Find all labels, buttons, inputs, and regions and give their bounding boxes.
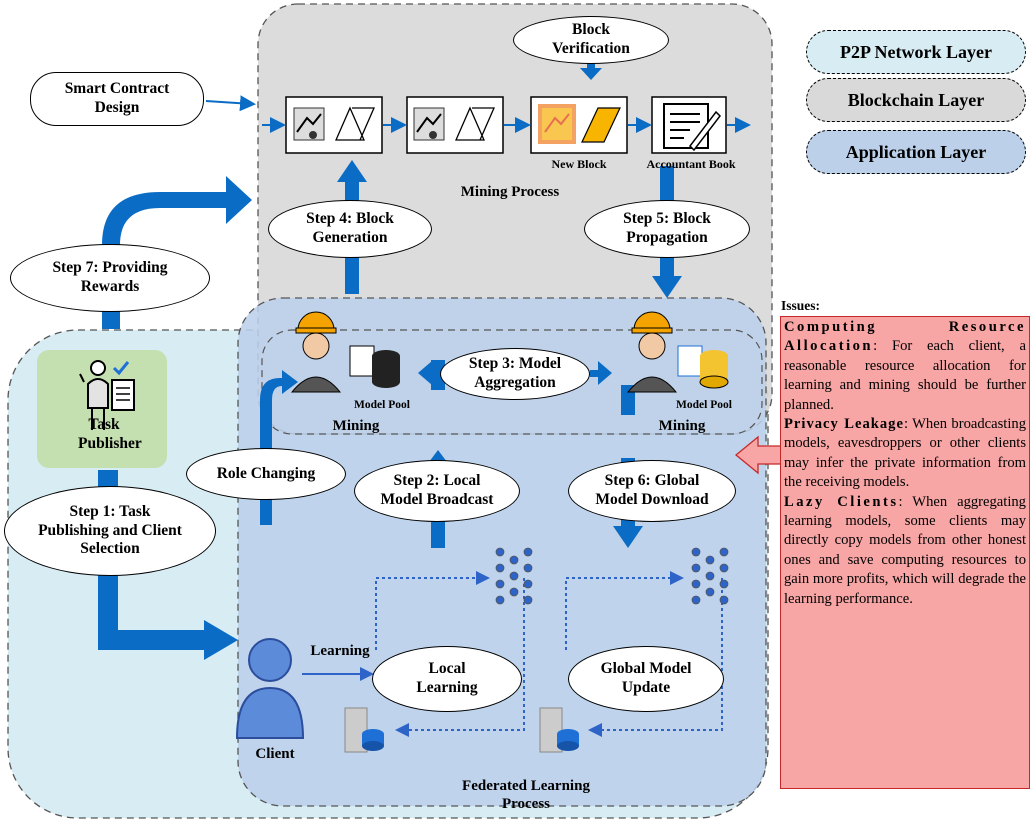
issues-title: Issues: bbox=[781, 298, 821, 313]
issue-computing-text: : For each client, a reasonable resource… bbox=[784, 338, 1026, 413]
server-icon-1 bbox=[344, 707, 384, 753]
issue-privacy-text: : When broadcasting models, eavesdropper… bbox=[784, 416, 1026, 491]
legend-p2p-network-layer: P2P Network Layer bbox=[806, 30, 1026, 74]
legend-blockchain-layer: Blockchain Layer bbox=[806, 78, 1026, 122]
role-changing-oval: Role Changing bbox=[186, 448, 346, 500]
step1-oval: Step 1: Task Publishing and Client Selec… bbox=[4, 486, 216, 576]
miner-icon-left bbox=[290, 311, 400, 393]
block-1 bbox=[285, 96, 383, 154]
issue-privacy-title: Privacy Leakage bbox=[784, 416, 904, 433]
step3-oval: Step 3: Model Aggregation bbox=[440, 348, 590, 400]
step7-oval: Step 7: Providing Rewards bbox=[10, 244, 210, 312]
task-publisher-label: Task Publisher bbox=[78, 416, 142, 452]
mining-process-label: Mining Process bbox=[460, 184, 560, 200]
neural-net-icon-2 bbox=[691, 547, 729, 605]
server-icon-2 bbox=[539, 707, 579, 753]
smart-contract-design-oval: Smart Contract Design bbox=[30, 72, 204, 126]
global-model-update-oval: Global Model Update bbox=[568, 646, 724, 712]
new-block bbox=[530, 96, 628, 154]
mining-left-label: Mining bbox=[332, 418, 380, 434]
new-block-label: New Block bbox=[551, 157, 607, 171]
flow-arrows bbox=[98, 58, 682, 660]
issues-panel: Computing Resource Allocation: For each … bbox=[780, 316, 1030, 789]
model-pool-right-label: Model Pool bbox=[676, 399, 732, 411]
step6-oval: Step 6: Global Model Download bbox=[568, 460, 736, 522]
accountant-book bbox=[651, 96, 727, 154]
task-publisher-icon bbox=[79, 360, 135, 430]
client-label: Client bbox=[255, 746, 295, 762]
federated-learning-process-label: Federated Learning Process bbox=[462, 778, 590, 812]
issue-lazy-text: : When aggregating learning models, some… bbox=[784, 493, 1026, 607]
step5-oval: Step 5: Block Propagation bbox=[584, 200, 750, 258]
accountant-book-label: Accountant Book bbox=[646, 157, 736, 171]
block-2 bbox=[406, 96, 504, 154]
learning-label: Learning bbox=[310, 643, 370, 659]
legend-application-layer: Application Layer bbox=[806, 130, 1026, 174]
step4-oval: Step 4: Block Generation bbox=[268, 200, 432, 258]
local-learning-oval: Local Learning bbox=[372, 646, 522, 712]
model-pool-left-label: Model Pool bbox=[354, 399, 410, 411]
step2-oval: Step 2: Local Model Broadcast bbox=[354, 460, 520, 522]
issue-computing-title: Computing Resource Allocation bbox=[784, 319, 1026, 355]
mining-region bbox=[261, 329, 763, 435]
mining-right-label: Mining bbox=[658, 418, 706, 434]
client-icon bbox=[235, 638, 305, 739]
issue-lazy-title: Lazy Clients bbox=[784, 493, 899, 510]
block-verification-oval: Block Verification bbox=[513, 16, 669, 64]
neural-net-icon-1 bbox=[495, 547, 533, 605]
miner-icon-right bbox=[626, 311, 729, 393]
